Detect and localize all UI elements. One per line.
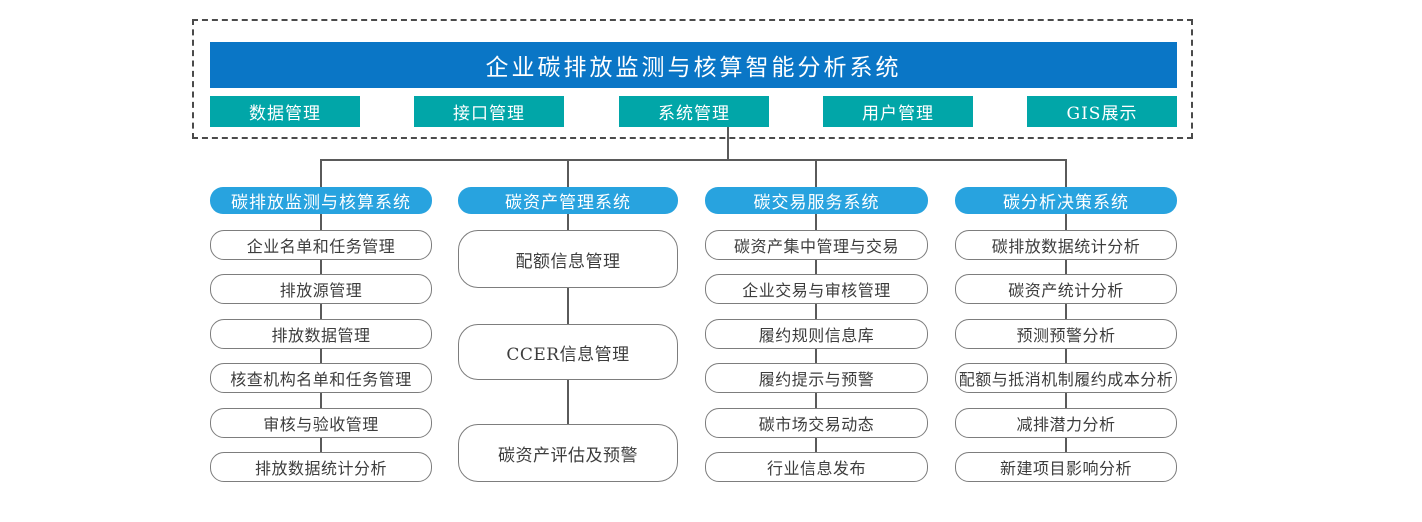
column-emission-monitoring: 碳排放监测与核算系统 企业名单和任务管理 排放源管理 排放数据管理 核查机构名单… <box>210 0 432 522</box>
column-header: 碳分析决策系统 <box>955 187 1177 214</box>
connector-line <box>727 126 729 160</box>
column-header: 碳交易服务系统 <box>705 187 928 214</box>
connector-line <box>815 159 817 459</box>
connector-line <box>1065 159 1067 459</box>
diagram-node: 履约提示与预警 <box>705 363 928 393</box>
module-chip-system-management: 系统管理 <box>619 96 769 127</box>
system-title-banner: 企业碳排放监测与核算智能分析系统 <box>210 42 1177 88</box>
diagram-node: 新建项目影响分析 <box>955 452 1177 482</box>
column-carbon-analysis-decision: 碳分析决策系统 碳排放数据统计分析 碳资产统计分析 预测预警分析 配额与抵消机制… <box>955 0 1177 522</box>
column-header: 碳资产管理系统 <box>458 187 678 214</box>
diagram-node: 碳资产评估及预警 <box>458 424 678 482</box>
diagram-node: 碳资产统计分析 <box>955 274 1177 304</box>
module-chip-data-management: 数据管理 <box>210 96 360 127</box>
diagram-node: 预测预警分析 <box>955 319 1177 349</box>
module-chip-user-management: 用户管理 <box>823 96 973 127</box>
diagram-node: 履约规则信息库 <box>705 319 928 349</box>
module-chip-interface-management: 接口管理 <box>414 96 564 127</box>
module-chip-gis-display: GIS展示 <box>1027 96 1177 127</box>
diagram-node: 核查机构名单和任务管理 <box>210 363 432 393</box>
diagram-node: 企业交易与审核管理 <box>705 274 928 304</box>
diagram-node: 排放源管理 <box>210 274 432 304</box>
connector-line <box>567 159 569 450</box>
connector-line <box>320 159 322 459</box>
diagram-node: 碳资产集中管理与交易 <box>705 230 928 260</box>
diagram-node: 减排潜力分析 <box>955 408 1177 438</box>
connector-line <box>320 159 1067 161</box>
diagram-node: 碳市场交易动态 <box>705 408 928 438</box>
diagram-node: 排放数据管理 <box>210 319 432 349</box>
diagram-node: 企业名单和任务管理 <box>210 230 432 260</box>
diagram-node: 配额与抵消机制履约成本分析 <box>955 363 1177 393</box>
platform-boundary-frame <box>192 19 1193 139</box>
diagram-node: 配额信息管理 <box>458 230 678 288</box>
diagram-node: CCER信息管理 <box>458 324 678 380</box>
diagram-node: 碳排放数据统计分析 <box>955 230 1177 260</box>
diagram-node: 排放数据统计分析 <box>210 452 432 482</box>
column-header: 碳排放监测与核算系统 <box>210 187 432 214</box>
column-carbon-trading-service: 碳交易服务系统 碳资产集中管理与交易 企业交易与审核管理 履约规则信息库 履约提… <box>705 0 928 522</box>
column-carbon-asset-management: 碳资产管理系统 配额信息管理 CCER信息管理 碳资产评估及预警 <box>458 0 678 522</box>
diagram-node: 行业信息发布 <box>705 452 928 482</box>
diagram-node: 审核与验收管理 <box>210 408 432 438</box>
